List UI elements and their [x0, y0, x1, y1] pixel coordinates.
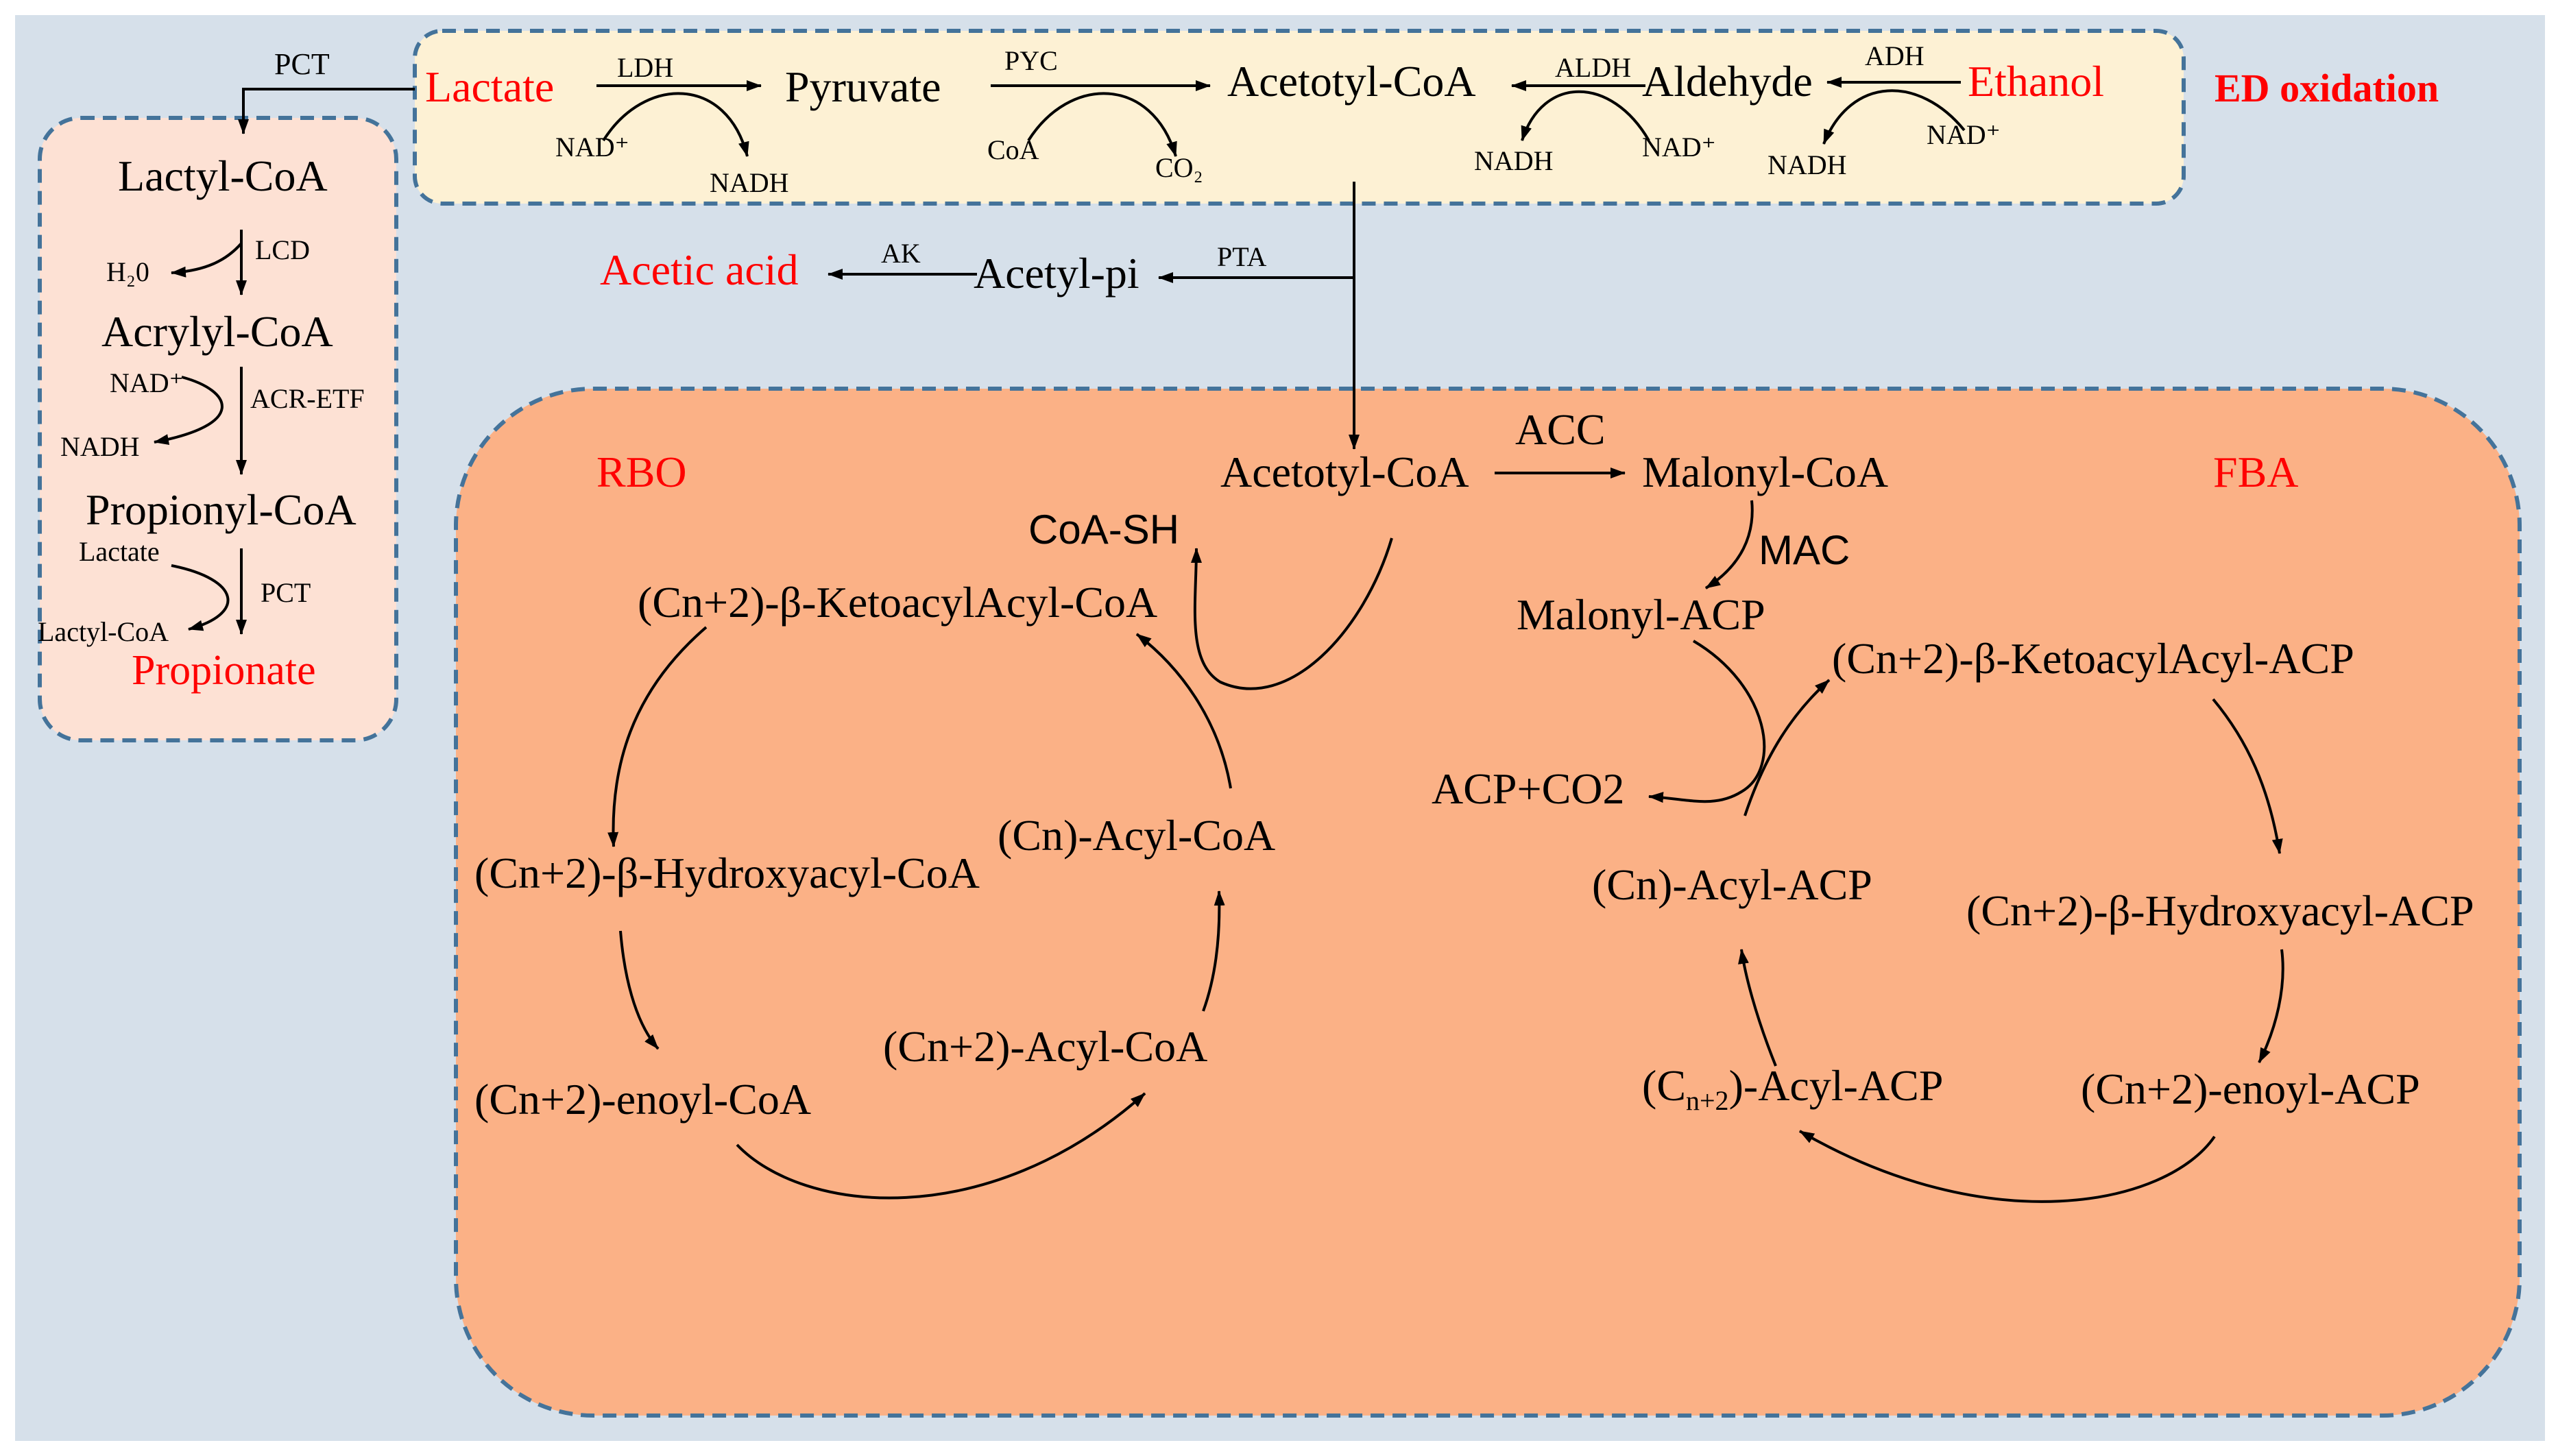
- pyc-cofactor-arc: [1027, 92, 1177, 157]
- mac-label: MAC: [1759, 527, 1850, 573]
- adh-nad-plus: NAD⁺: [1927, 119, 2001, 150]
- aldh-cofactor-arc: [1521, 90, 1650, 142]
- rbo-arrow-hydroxy-to-enoyl: [619, 930, 660, 1050]
- acrylyl-coa-label: Acrylyl-CoA: [101, 307, 333, 356]
- adh-label: ADH: [1865, 40, 1924, 71]
- lcd-water-arc: [171, 242, 243, 278]
- acyl-acp-n2-label: (Cn+2)-Acyl-ACP: [1642, 1061, 1943, 1116]
- pta-label: PTA: [1217, 241, 1266, 272]
- lactate-label: Lactate: [425, 62, 554, 111]
- acyl-acp-n2-part2: )-Acyl-ACP: [1729, 1061, 1944, 1110]
- pct-top-label: PCT: [274, 47, 330, 81]
- acyl-acp-n-label: (Cn)-Acyl-ACP: [1592, 860, 1872, 909]
- acyl-coa-n-label: (Cn)-Acyl-CoA: [998, 811, 1275, 860]
- rbo-arrow-acyl-n-to-keto: [1135, 633, 1232, 789]
- pyc-co2: CO₂: [1155, 152, 1203, 183]
- fba-arrow-keto-to-hydroxy: [2212, 698, 2283, 854]
- aldh-label: ALDH: [1555, 52, 1631, 83]
- fba-arrow-acyl-n2-to-acyl-n: [1738, 949, 1777, 1067]
- lactyl-coa-label: Lactyl-CoA: [118, 151, 328, 200]
- coa-sh-label: CoA-SH: [1028, 507, 1179, 553]
- pct-connector: [238, 88, 415, 134]
- pyruvate-label: Pyruvate: [785, 62, 941, 111]
- pct-lactate-label: Lactate: [79, 536, 160, 567]
- ldh-cofactor-arc: [602, 92, 749, 157]
- hydroxyacyl-coa-label: (Cn+2)-β-Hydroxyacyl-CoA: [474, 849, 980, 897]
- ldh-nad-plus: NAD⁺: [555, 132, 629, 162]
- enoyl-acp-label: (Cn+2)-enoyl-ACP: [2081, 1065, 2420, 1113]
- rbo-label: RBO: [596, 448, 687, 496]
- coa-sh-arc: [1190, 537, 1393, 690]
- fba-label: FBA: [2213, 448, 2299, 496]
- malonyl-coa-label: Malonyl-CoA: [1642, 448, 1888, 496]
- fba-arrow-hydroxy-to-enoyl: [2258, 949, 2284, 1063]
- acyl-acp-n2-part1: (C: [1642, 1061, 1686, 1110]
- enoyl-coa-label: (Cn+2)-enoyl-CoA: [474, 1075, 811, 1124]
- hydroxyacyl-acp-label: (Cn+2)-β-Hydroxyacyl-ACP: [1966, 886, 2474, 935]
- mac-arrow: [1704, 500, 1754, 590]
- ed-oxidation-title: ED oxidation: [2215, 66, 2439, 110]
- propionyl-coa-label: Propionyl-CoA: [86, 485, 357, 534]
- acetotyl-coa-top: Acetotyl-CoA: [1227, 57, 1476, 106]
- fba-arrow-acyl-n-to-keto: [1743, 679, 1831, 816]
- pyc-label: PYC: [1004, 45, 1058, 76]
- pyc-coa: CoA: [987, 134, 1039, 165]
- pct-lactyl-coa-small: Lactyl-CoA: [38, 616, 169, 647]
- acetotyl-coa-inner: Acetotyl-CoA: [1220, 448, 1469, 496]
- ethanol-label: Ethanol: [1968, 57, 2104, 106]
- acyl-acp-n2-subscript: n+2: [1686, 1085, 1729, 1116]
- malonyl-acp-decarb-arc: [1648, 640, 1766, 803]
- rbo-arrow-acyl-n2-to-acyl-n: [1202, 890, 1225, 1012]
- adh-cofactor-arc: [1822, 89, 1966, 145]
- pct-bottom-label: PCT: [261, 577, 311, 608]
- ketoacyl-coa-label: (Cn+2)-β-KetoacylAcyl-CoA: [638, 578, 1157, 627]
- pct-bottom-arc: [171, 564, 230, 631]
- acr-etf-cofactor-arc: [154, 376, 224, 446]
- rbo-fba-box: [454, 387, 2522, 1418]
- rbo-arrow-keto-to-hydroxy: [607, 626, 708, 847]
- acetyl-pi-label: Acetyl-pi: [974, 249, 1139, 298]
- acyl-coa-n2-label: (Cn+2)-Acyl-CoA: [883, 1022, 1207, 1071]
- propionate-pathway-box: [38, 116, 398, 742]
- acr-etf-nadh: NADH: [60, 431, 140, 462]
- ak-label: AK: [881, 238, 921, 269]
- acr-etf-nad-plus: NAD⁺: [110, 367, 184, 398]
- ldh-nadh: NADH: [710, 167, 789, 198]
- rbo-arrow-enoyl-to-acyl: [736, 1092, 1146, 1200]
- acp-co2-label: ACP+CO2: [1432, 764, 1625, 813]
- propionate-label: Propionate: [132, 647, 316, 694]
- acc-label: ACC: [1515, 405, 1606, 454]
- lcd-water: H₂0: [106, 256, 149, 287]
- acr-etf-label: ACR-ETF: [250, 383, 365, 414]
- ldh-label: LDH: [617, 52, 673, 83]
- ketoacyl-acp-label: (Cn+2)-β-KetoacylAcyl-ACP: [1832, 634, 2354, 683]
- aldh-nadh: NADH: [1474, 145, 1554, 176]
- lcd-label: LCD: [255, 234, 310, 265]
- adh-nadh: NADH: [1767, 149, 1847, 180]
- aldehyde-label: Aldehyde: [1642, 57, 1813, 106]
- aldh-nad-plus: NAD⁺: [1642, 132, 1716, 162]
- fba-arrow-enoyl-to-acyl-n2: [1798, 1130, 2216, 1203]
- ed-oxidation-box: [413, 29, 2186, 206]
- acetic-acid-label: Acetic acid: [600, 245, 799, 294]
- malonyl-acp-label: Malonyl-ACP: [1517, 590, 1765, 639]
